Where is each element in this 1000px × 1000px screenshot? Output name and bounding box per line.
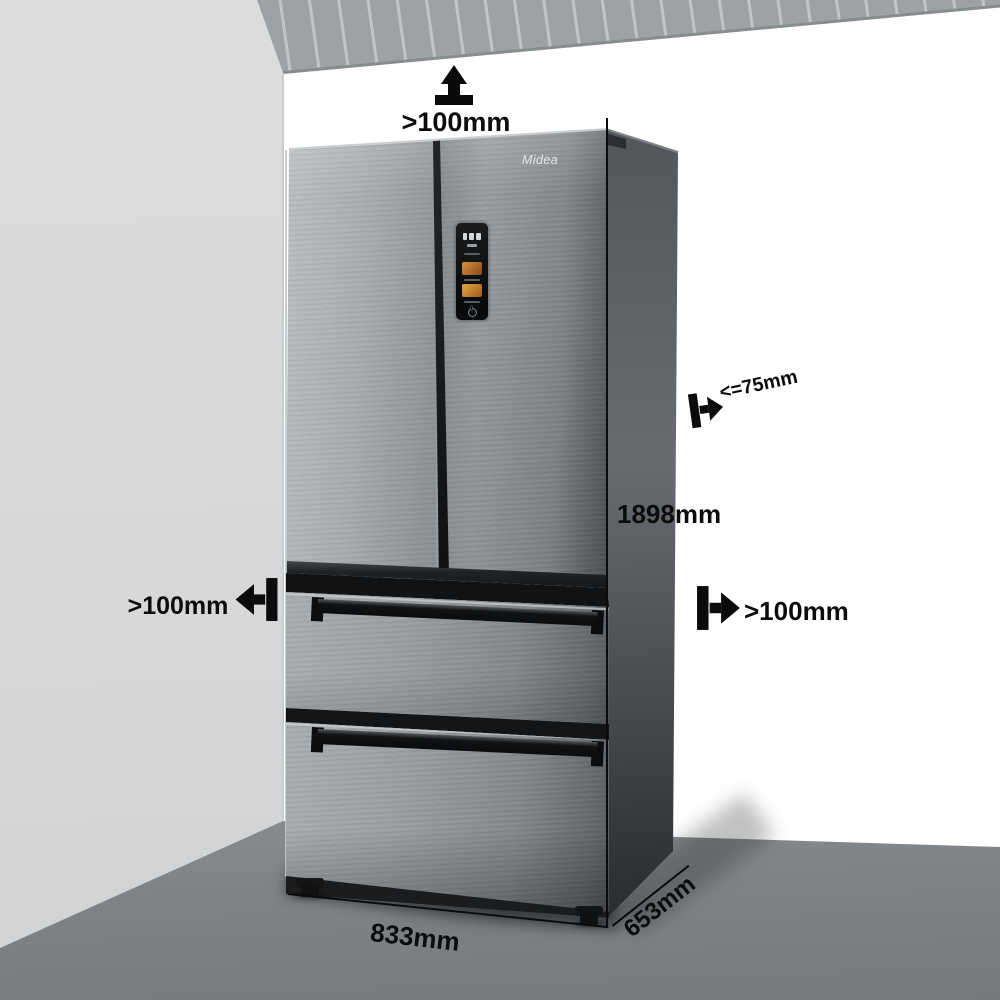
hinge-cover xyxy=(608,134,626,149)
panel-label-line xyxy=(464,301,480,303)
power-icon xyxy=(468,308,477,317)
panel-label-line xyxy=(464,253,480,255)
left-clearance-label: >100mm xyxy=(127,592,229,620)
leveling-foot-left xyxy=(296,878,324,888)
control-panel xyxy=(456,223,488,320)
left-door-sheen xyxy=(286,136,436,588)
left-clearance-arrow-icon xyxy=(231,577,281,622)
up-clearance-arrow-icon xyxy=(434,65,474,105)
right-clearance-label: >100mm xyxy=(744,596,849,626)
height-dimension-line xyxy=(606,118,608,926)
leveling-foot-right-stem xyxy=(580,912,598,925)
panel-label-line xyxy=(464,279,480,281)
height-label: 1898mm xyxy=(617,499,722,529)
temperature-display xyxy=(463,233,467,240)
fresh-food-thumbnail xyxy=(462,262,482,275)
top-clearance-label: >100mm xyxy=(401,107,511,137)
fridge-french-doors: Midea xyxy=(286,130,608,588)
wall-corner-line xyxy=(282,73,284,821)
right-clearance-arrow-icon xyxy=(697,585,741,631)
rear-clearance-label: <=75mm xyxy=(717,365,800,404)
brand-logo: Midea xyxy=(522,153,559,167)
middle-drawer xyxy=(286,592,609,724)
power-icon-tick xyxy=(471,306,473,310)
temperature-display-digit xyxy=(469,233,474,240)
freezer-food-thumbnail xyxy=(462,284,482,297)
fridge-left-edge xyxy=(285,150,287,877)
leveling-foot-right xyxy=(575,906,603,916)
right-door-shade xyxy=(438,130,608,588)
drawer-shade xyxy=(286,592,609,724)
left-wall xyxy=(0,0,283,948)
leveling-foot-left-stem xyxy=(301,884,319,897)
display-sub-segment xyxy=(467,244,477,247)
fridge-side-panel xyxy=(606,130,678,916)
rear-clearance-arrow-icon xyxy=(687,385,727,433)
temperature-display-digit xyxy=(476,233,481,240)
